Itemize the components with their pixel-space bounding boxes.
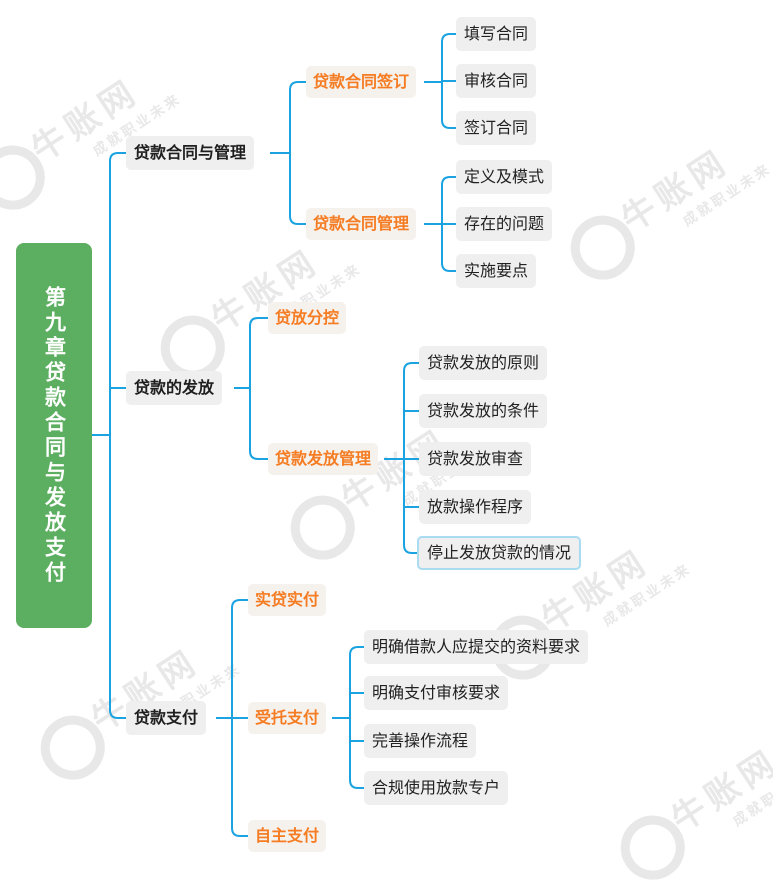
topic-fill-contract[interactable]: 填写合同 xyxy=(456,17,537,51)
topic-existing-issues[interactable]: 存在的问题 xyxy=(456,207,553,241)
connector-line xyxy=(403,544,419,554)
branch-contract-management[interactable]: 贷款合同与管理 xyxy=(126,136,255,170)
topic-disbursement-principles[interactable]: 贷款发放的原则 xyxy=(419,346,548,380)
connector-line xyxy=(231,599,248,609)
connector-line xyxy=(441,176,456,186)
topic-separate-control[interactable]: 贷放分控 xyxy=(268,302,347,334)
topic-entrusted-payment[interactable]: 受托支付 xyxy=(248,702,327,734)
connector-line xyxy=(441,262,456,272)
connector-line xyxy=(289,215,306,225)
connector-line xyxy=(109,709,126,719)
topic-sign-contract[interactable]: 签订合同 xyxy=(456,111,537,145)
topic-definition-model[interactable]: 定义及模式 xyxy=(456,160,553,194)
topic-disbursement-management[interactable]: 贷款发放管理 xyxy=(268,443,379,475)
topic-payment-review[interactable]: 明确支付审核要求 xyxy=(364,676,509,710)
connector-line xyxy=(109,152,126,162)
connector-line xyxy=(349,646,364,656)
topic-autonomous-payment[interactable]: 自主支付 xyxy=(248,820,327,852)
topic-review-contract[interactable]: 审核合同 xyxy=(456,64,537,98)
branch-loan-disbursement[interactable]: 贷款的发放 xyxy=(126,371,223,405)
connector-line xyxy=(249,317,268,327)
topic-borrower-documents[interactable]: 明确借款人应提交的资料要求 xyxy=(364,630,589,664)
topic-disbursement-conditions[interactable]: 贷款发放的条件 xyxy=(419,394,548,428)
topic-stop-disbursement-cases[interactable]: 停止发放贷款的情况 xyxy=(417,536,582,570)
root-topic[interactable]: 第九章贷款合同与发放支付 xyxy=(16,243,92,628)
topic-contract-signing[interactable]: 贷款合同签订 xyxy=(306,66,417,98)
branch-loan-payment[interactable]: 贷款支付 xyxy=(126,701,207,735)
connector-line xyxy=(231,827,248,837)
connector-line xyxy=(441,119,456,129)
connector-line xyxy=(349,779,364,789)
topic-contract-admin[interactable]: 贷款合同管理 xyxy=(306,208,417,240)
topic-key-points[interactable]: 实施要点 xyxy=(456,254,537,288)
topic-lending-procedure[interactable]: 放款操作程序 xyxy=(419,490,532,524)
topic-actual-payment[interactable]: 实贷实付 xyxy=(248,584,327,616)
topic-compliant-account[interactable]: 合规使用放款专户 xyxy=(364,771,509,805)
connector-line xyxy=(403,362,419,372)
connector-line xyxy=(249,450,268,460)
connector-line xyxy=(441,33,456,43)
topic-improve-workflow[interactable]: 完善操作流程 xyxy=(364,724,477,758)
topic-disbursement-review[interactable]: 贷款发放审查 xyxy=(419,442,532,476)
connector-line xyxy=(289,81,306,91)
root-topic-label: 第九章贷款合同与发放支付 xyxy=(42,285,67,586)
connector-lines xyxy=(92,33,456,837)
